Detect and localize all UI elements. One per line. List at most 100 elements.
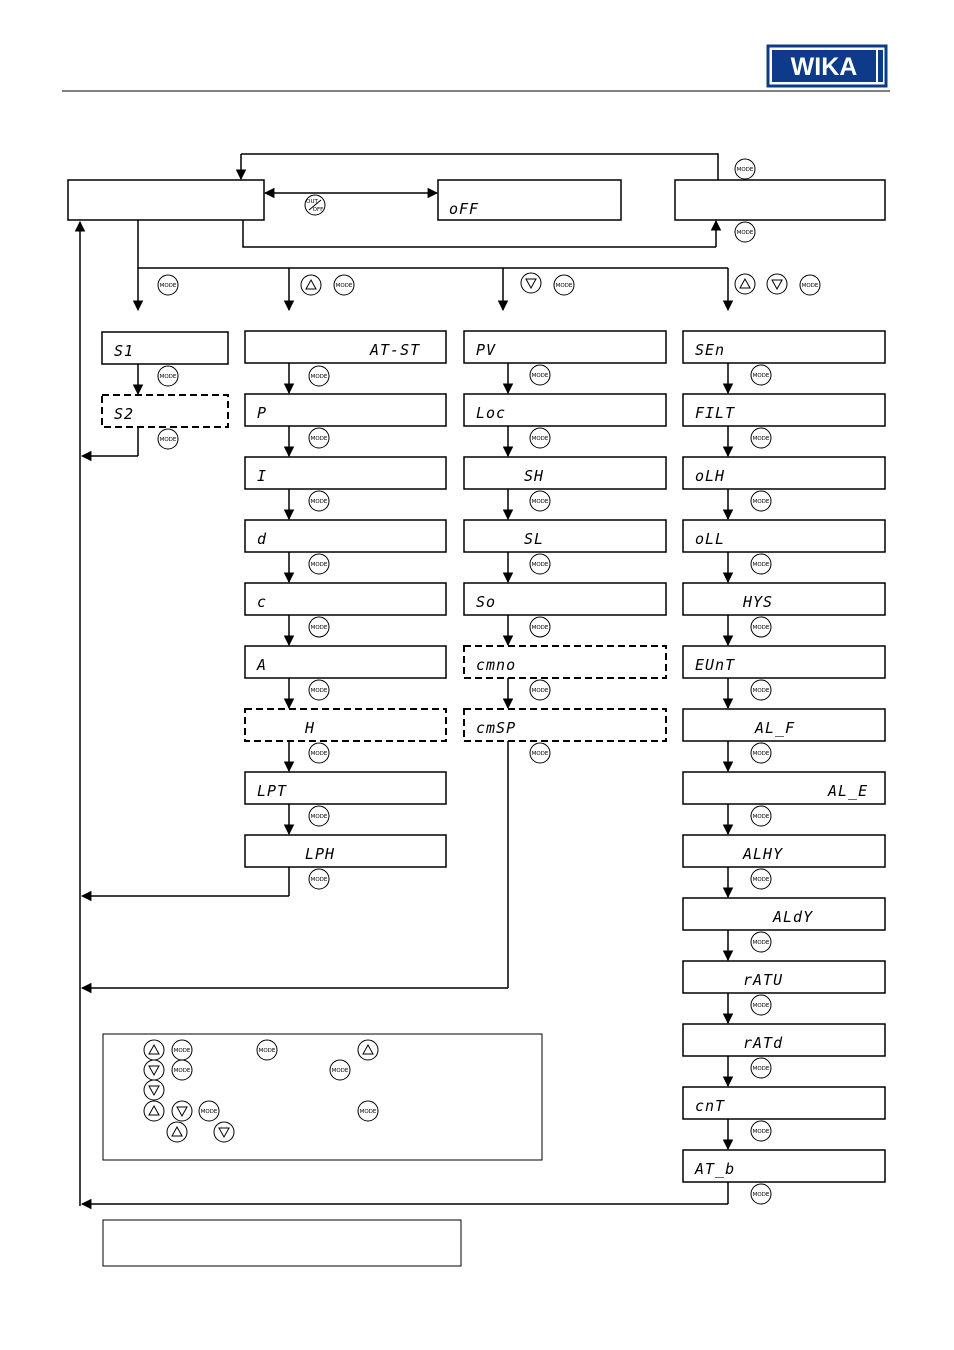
group2-mode-button[interactable]: MODE (308, 553, 330, 575)
group1-mode-button[interactable]: MODE (157, 428, 179, 450)
legend-up-icon-3[interactable] (143, 1100, 165, 1122)
group3-mode-button[interactable]: MODE (529, 364, 551, 386)
group2-first-box[interactable] (244, 330, 447, 364)
legend-up-icon-7[interactable] (357, 1039, 379, 1061)
group4-param-box[interactable] (682, 1023, 886, 1057)
group3-mode-button[interactable]: MODE (529, 679, 551, 701)
off-mode-box[interactable] (437, 179, 622, 221)
group4-mode-button[interactable]: MODE (750, 742, 772, 764)
group4-param-box[interactable] (682, 519, 886, 553)
group4-param-box[interactable] (682, 897, 886, 931)
group2-mode-button[interactable]: MODE (308, 679, 330, 701)
svg-text:MODE: MODE (532, 625, 549, 631)
group4-mode-button[interactable]: MODE (750, 1183, 772, 1205)
group4-param-box[interactable] (682, 1149, 886, 1183)
group4-param-box[interactable] (682, 771, 886, 805)
group2-param-box[interactable] (244, 645, 447, 679)
group3-param-box[interactable] (463, 330, 667, 364)
group1-param-box[interactable] (101, 394, 229, 428)
group4-param-box[interactable] (682, 393, 886, 427)
group4-param-box[interactable] (682, 456, 886, 490)
group1-param-box[interactable] (101, 331, 229, 365)
legend-mode-icon-1[interactable]: MODE (171, 1059, 193, 1081)
group3-mode-button[interactable]: MODE (529, 616, 551, 638)
group4-mode-button[interactable]: MODE (750, 490, 772, 512)
group2-param-box[interactable] (244, 708, 447, 742)
group3-param-box[interactable] (463, 708, 667, 742)
group2-mode-button[interactable]: MODE (308, 742, 330, 764)
group4-mode-button[interactable]: MODE (750, 364, 772, 386)
group4-mode-button[interactable]: MODE (750, 679, 772, 701)
group3-param-label: cmSP (476, 719, 516, 737)
group2-param-box[interactable] (244, 771, 447, 805)
group4-param-box[interactable] (682, 960, 886, 994)
group2-mode-button[interactable]: MODE (308, 805, 330, 827)
up-button-branch4[interactable] (734, 273, 756, 295)
group4-mode-button[interactable]: MODE (750, 1120, 772, 1142)
group2-param-box[interactable] (244, 834, 447, 868)
legend-mode-icon-0[interactable]: MODE (171, 1039, 193, 1061)
legend-up-icon-0[interactable] (143, 1039, 165, 1061)
legend-up-icon-5[interactable] (166, 1121, 188, 1143)
group4-mode-button[interactable]: MODE (750, 427, 772, 449)
off-display: oFF (449, 200, 479, 218)
group4-mode-button[interactable]: MODE (750, 553, 772, 575)
group2-param-box[interactable] (244, 519, 447, 553)
legend-mode-icon-4[interactable]: MODE (198, 1100, 220, 1122)
group4-param-box[interactable] (682, 582, 886, 616)
legend-mode-icon-5[interactable]: MODE (357, 1100, 379, 1122)
mode-button-return[interactable]: MODE (734, 221, 756, 243)
group3-param-box[interactable] (463, 582, 667, 616)
group4-mode-button[interactable]: MODE (750, 931, 772, 953)
legend-down-icon-6[interactable] (213, 1121, 235, 1143)
mode-button-branch3[interactable]: MODE (553, 274, 575, 296)
group2-param-box[interactable] (244, 582, 447, 616)
svg-text:MODE: MODE (311, 374, 328, 380)
group3-param-box[interactable] (463, 456, 667, 490)
group3-mode-button[interactable]: MODE (529, 490, 551, 512)
mode-button-branch1[interactable]: MODE (157, 274, 179, 296)
mode-button-branch2[interactable]: MODE (333, 274, 355, 296)
group3-param-box[interactable] (463, 519, 667, 553)
group4-param-box[interactable] (682, 834, 886, 868)
mode-button-branch4[interactable]: MODE (799, 274, 821, 296)
down-button-branch3[interactable] (520, 272, 542, 294)
group4-param-box[interactable] (682, 708, 886, 742)
down-button-branch4[interactable] (766, 273, 788, 295)
group1-mode-button[interactable]: MODE (157, 365, 179, 387)
group3-param-box[interactable] (463, 645, 667, 679)
group3-mode-button[interactable]: MODE (529, 553, 551, 575)
group4-mode-button[interactable]: MODE (750, 1057, 772, 1079)
group4-mode-button[interactable]: MODE (750, 868, 772, 890)
group2-param-box[interactable] (244, 393, 447, 427)
legend-down-icon-4[interactable] (171, 1100, 193, 1122)
group4-param-box[interactable] (682, 330, 886, 364)
group2-mode-button[interactable]: MODE (308, 427, 330, 449)
group4-param-box[interactable] (682, 1086, 886, 1120)
svg-text:MODE: MODE (753, 373, 770, 379)
group4-mode-button[interactable]: MODE (750, 616, 772, 638)
group2-mode-button[interactable]: MODE (308, 490, 330, 512)
group1-param-label: S2 (114, 405, 134, 423)
group2-param-box[interactable] (244, 456, 447, 490)
group2-first-mode-button[interactable]: MODE (308, 365, 330, 387)
setup-mode-box[interactable] (674, 179, 886, 221)
legend-mode-icon-3[interactable]: MODE (329, 1059, 351, 1081)
up-button-branch2[interactable] (300, 274, 322, 296)
group2-mode-button[interactable]: MODE (308, 868, 330, 890)
mode-button-top[interactable]: MODE (734, 158, 756, 180)
legend-mode-icon-2[interactable]: MODE (256, 1039, 278, 1061)
group2-mode-button[interactable]: MODE (308, 616, 330, 638)
group3-mode-button[interactable]: MODE (529, 742, 551, 764)
group4-mode-button[interactable]: MODE (750, 805, 772, 827)
legend-down-icon-2[interactable] (143, 1079, 165, 1101)
group3-param-box[interactable] (463, 393, 667, 427)
group4-param-box[interactable] (682, 645, 886, 679)
loop-line-bottom (242, 220, 716, 248)
measuring-mode-box[interactable] (67, 179, 265, 221)
group4-mode-button[interactable]: MODE (750, 994, 772, 1016)
group3-mode-button[interactable]: MODE (529, 427, 551, 449)
legend-down-icon-1[interactable] (143, 1059, 165, 1081)
group2-param-label: c (257, 593, 267, 611)
